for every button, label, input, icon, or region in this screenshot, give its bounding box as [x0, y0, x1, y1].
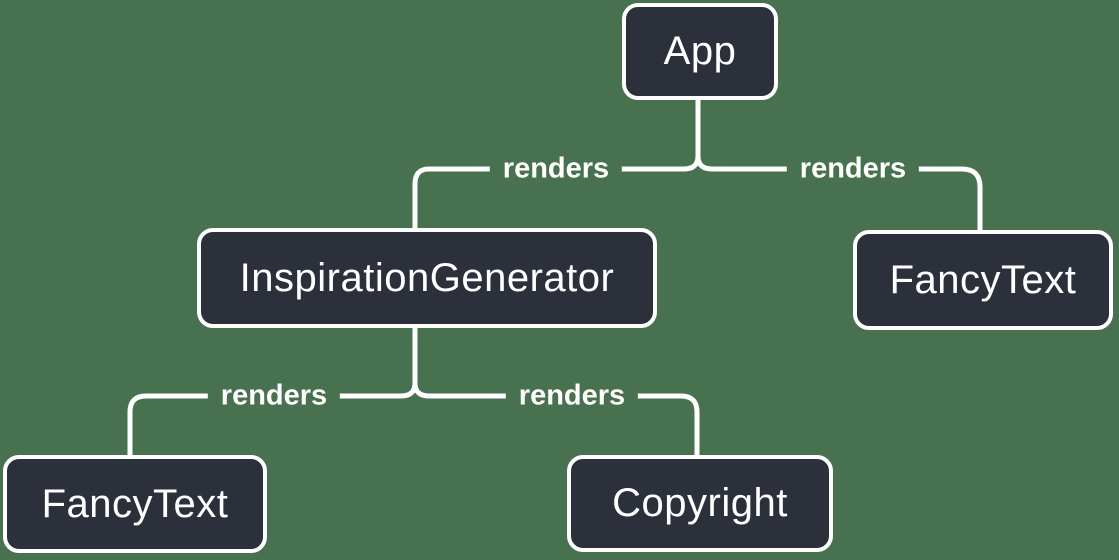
node-fancy-text-bottom-left: FancyText — [3, 455, 267, 553]
node-fancy-text-top-right: FancyText — [853, 230, 1113, 330]
edge-label-inspirationgenerator-copyright: renders — [505, 379, 639, 413]
node-fancy-text-bottom-left-label: FancyText — [41, 481, 229, 526]
node-copyright: Copyright — [567, 455, 833, 552]
node-fancy-text-top-right-label: FancyText — [889, 257, 1077, 302]
node-app-label: App — [663, 29, 737, 73]
edge-label-inspirationgenerator-fancytext: renders — [207, 379, 341, 413]
node-app: App — [622, 3, 778, 100]
node-inspiration-generator: InspirationGenerator — [197, 228, 657, 328]
node-copyright-label: Copyright — [612, 481, 788, 525]
edge-label-app-fancytext: renders — [786, 152, 920, 186]
node-inspiration-generator-label: InspirationGenerator — [239, 255, 615, 300]
edge-label-app-inspirationgenerator: renders — [489, 152, 623, 186]
